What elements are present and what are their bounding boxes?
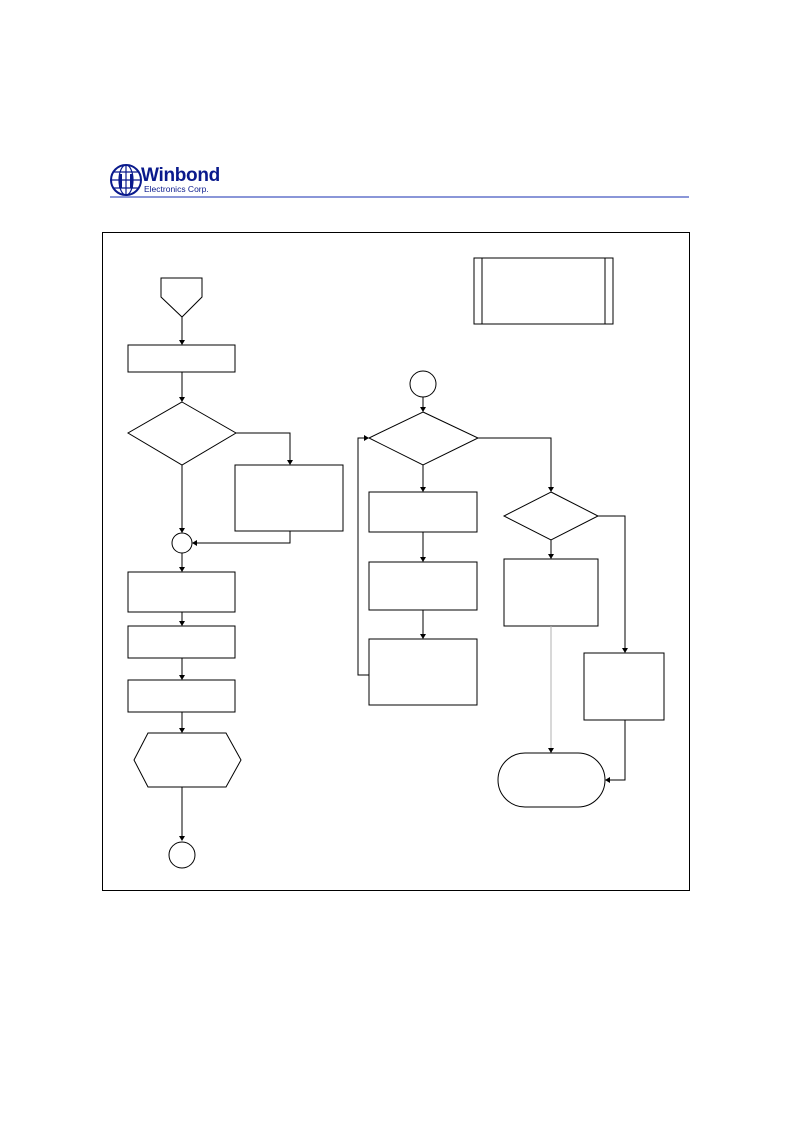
logo-subtitle: Electronics Corp.	[144, 184, 209, 194]
decision-2	[502, 491, 600, 541]
winbond-logo: Winbond Electronics Corp.	[110, 163, 220, 197]
end-connector	[168, 841, 196, 869]
process-step-2	[127, 571, 236, 613]
branch-process-a	[503, 558, 599, 627]
decision-1	[127, 401, 237, 466]
page-header: Winbond Electronics Corp.	[0, 0, 793, 210]
terminator	[497, 752, 606, 808]
start-offpage-connector	[160, 277, 203, 318]
loop-step-1	[368, 491, 478, 533]
header-rule	[110, 196, 689, 198]
logo-wordmark: Winbond	[141, 165, 220, 186]
entry-connector	[409, 370, 437, 398]
process-step-1	[127, 344, 236, 373]
side-process	[234, 464, 344, 532]
loop-step-3	[368, 638, 478, 706]
preparation-hexagon	[133, 732, 242, 788]
branch-process-b	[583, 652, 665, 721]
join-connector	[171, 532, 193, 554]
flowchart-frame	[102, 232, 690, 891]
process-step-4	[127, 679, 236, 713]
process-step-3	[127, 625, 236, 659]
globe-icon	[110, 164, 142, 196]
loop-step-2	[368, 561, 478, 611]
loop-decision	[367, 411, 480, 466]
legend-box	[473, 257, 614, 325]
